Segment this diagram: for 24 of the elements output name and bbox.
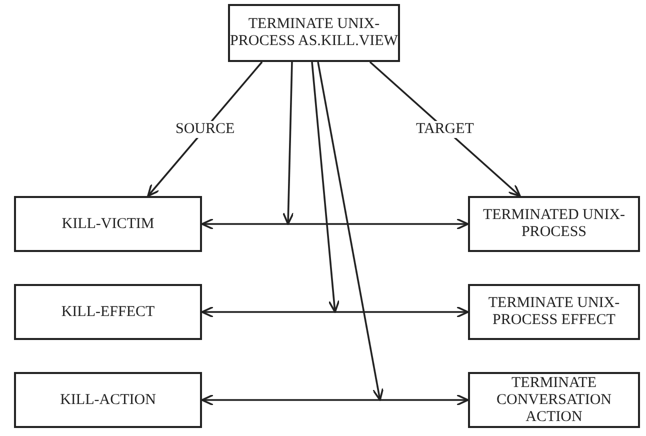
concept-box xyxy=(14,372,202,428)
concept-box xyxy=(14,284,202,340)
concept-box xyxy=(228,4,400,62)
arrow xyxy=(201,218,469,230)
concept-box xyxy=(468,284,640,340)
box-label: KILL-VICTIM xyxy=(62,216,154,232)
box-label: KILL-EFFECT xyxy=(61,304,155,320)
box-label: TERMINATE UNIX-PROCESS EFFECT xyxy=(487,295,621,329)
arrow xyxy=(311,62,340,313)
arrow xyxy=(369,61,521,197)
arrow xyxy=(282,62,294,225)
concept-box xyxy=(468,372,640,428)
concept-box xyxy=(468,196,640,252)
box-label: TERMINATE UNIX-PROCESS AS.KILL.VIEW xyxy=(230,16,398,50)
arrow xyxy=(317,62,384,401)
arrow xyxy=(201,306,469,318)
arrow xyxy=(147,61,263,197)
box-label: TERMINATED UNIX-PROCESS xyxy=(482,207,626,241)
box-label: TERMINATE CONVERSATION ACTION xyxy=(495,374,612,426)
edge-label: TARGET xyxy=(414,120,476,138)
arrow xyxy=(201,394,469,406)
edge-label: SOURCE xyxy=(174,120,237,138)
concept-box xyxy=(14,196,202,252)
box-label: KILL-ACTION xyxy=(60,392,156,408)
